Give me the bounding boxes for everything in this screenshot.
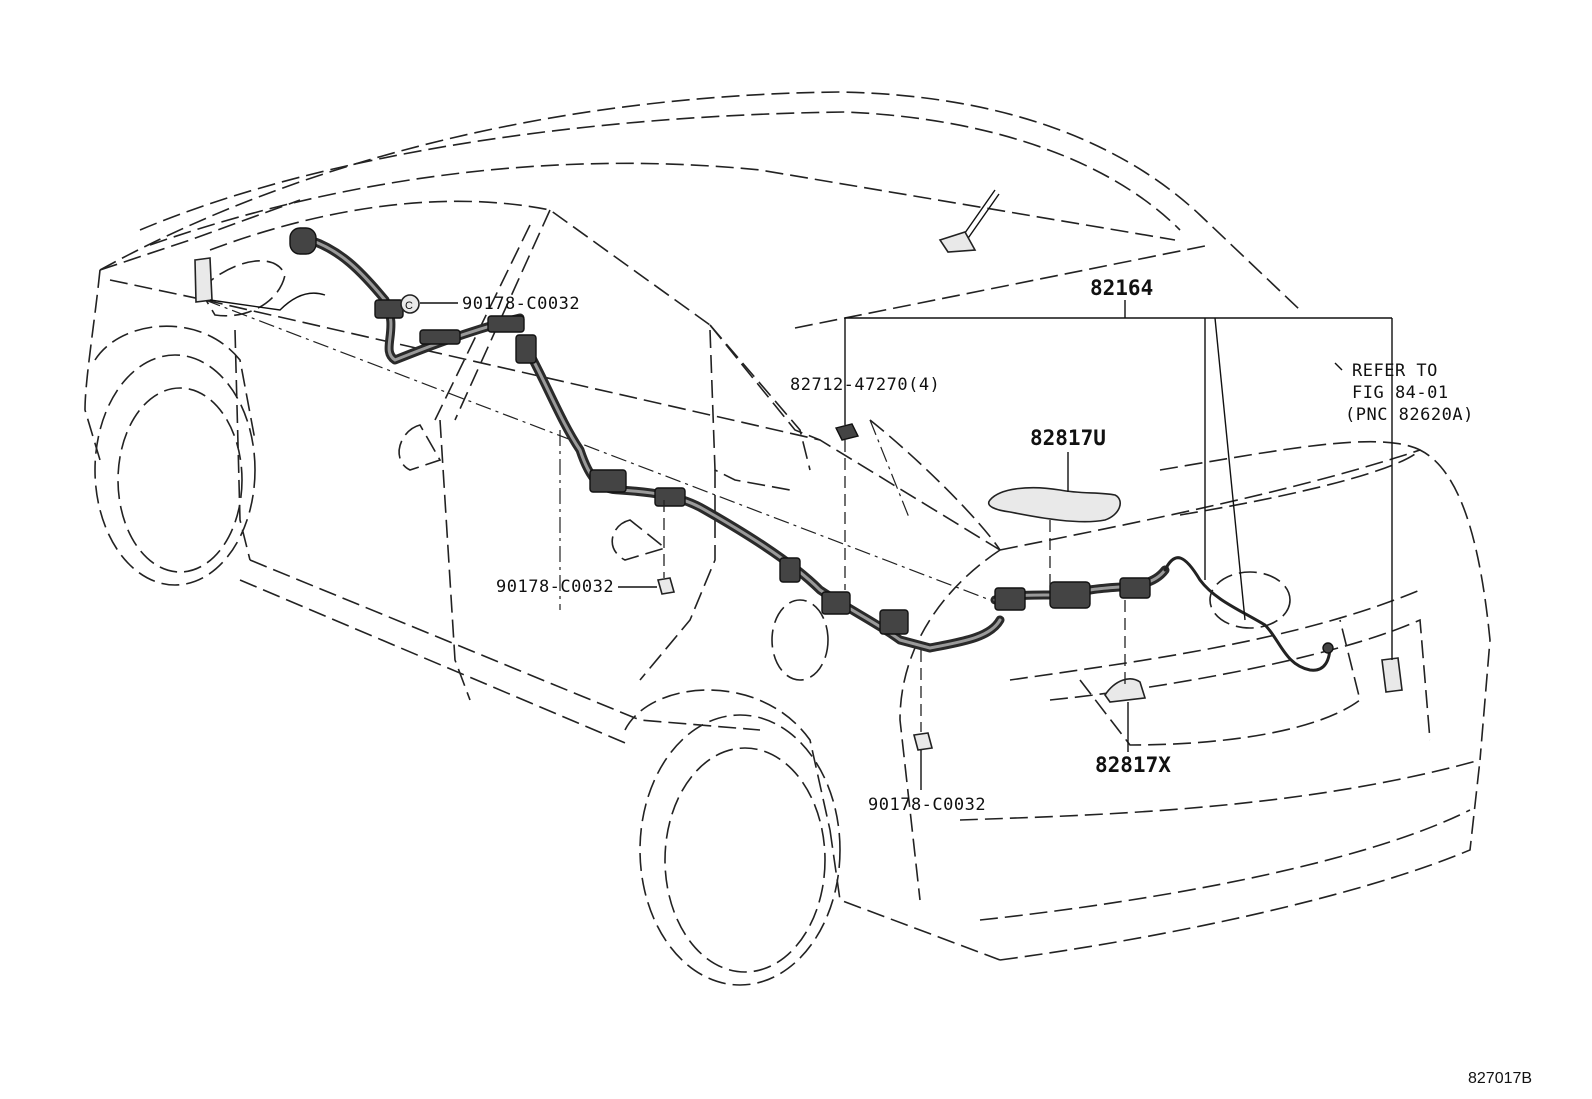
clip-door-part [656, 577, 676, 595]
clip-rear-part [912, 732, 934, 751]
label-clip-door: 90178-C0032 [496, 577, 614, 597]
label-clip-rear: 90178-C0032 [868, 795, 986, 815]
protector-lower-part [1104, 678, 1147, 703]
label-clip-roof: 90178-C0032 [462, 294, 580, 314]
label-harness: 82164 [1090, 276, 1153, 300]
protector-upper-part [988, 486, 1121, 523]
leader-lines [420, 300, 1393, 790]
wire-harness-82164 [194, 227, 1334, 672]
svg-text:C: C [405, 300, 413, 312]
clip-roof-part: C [400, 294, 420, 314]
refer-note-line2: FIG 84-01 [1352, 383, 1449, 403]
label-protector-upper: 82817U [1030, 426, 1106, 450]
bracket-right-part [1381, 657, 1403, 693]
label-clamp: 82712-47270(4) [790, 375, 940, 395]
refer-note-line1: REFER TO [1352, 361, 1438, 381]
car-body-outline [84, 91, 1491, 986]
figure-id: 827017B [1468, 1070, 1532, 1087]
clamp-part [834, 423, 860, 441]
roof-antenna [938, 189, 1000, 253]
label-protector-lower: 82817X [1095, 753, 1171, 777]
refer-note-line3: (PNC 82620A) [1345, 405, 1474, 425]
